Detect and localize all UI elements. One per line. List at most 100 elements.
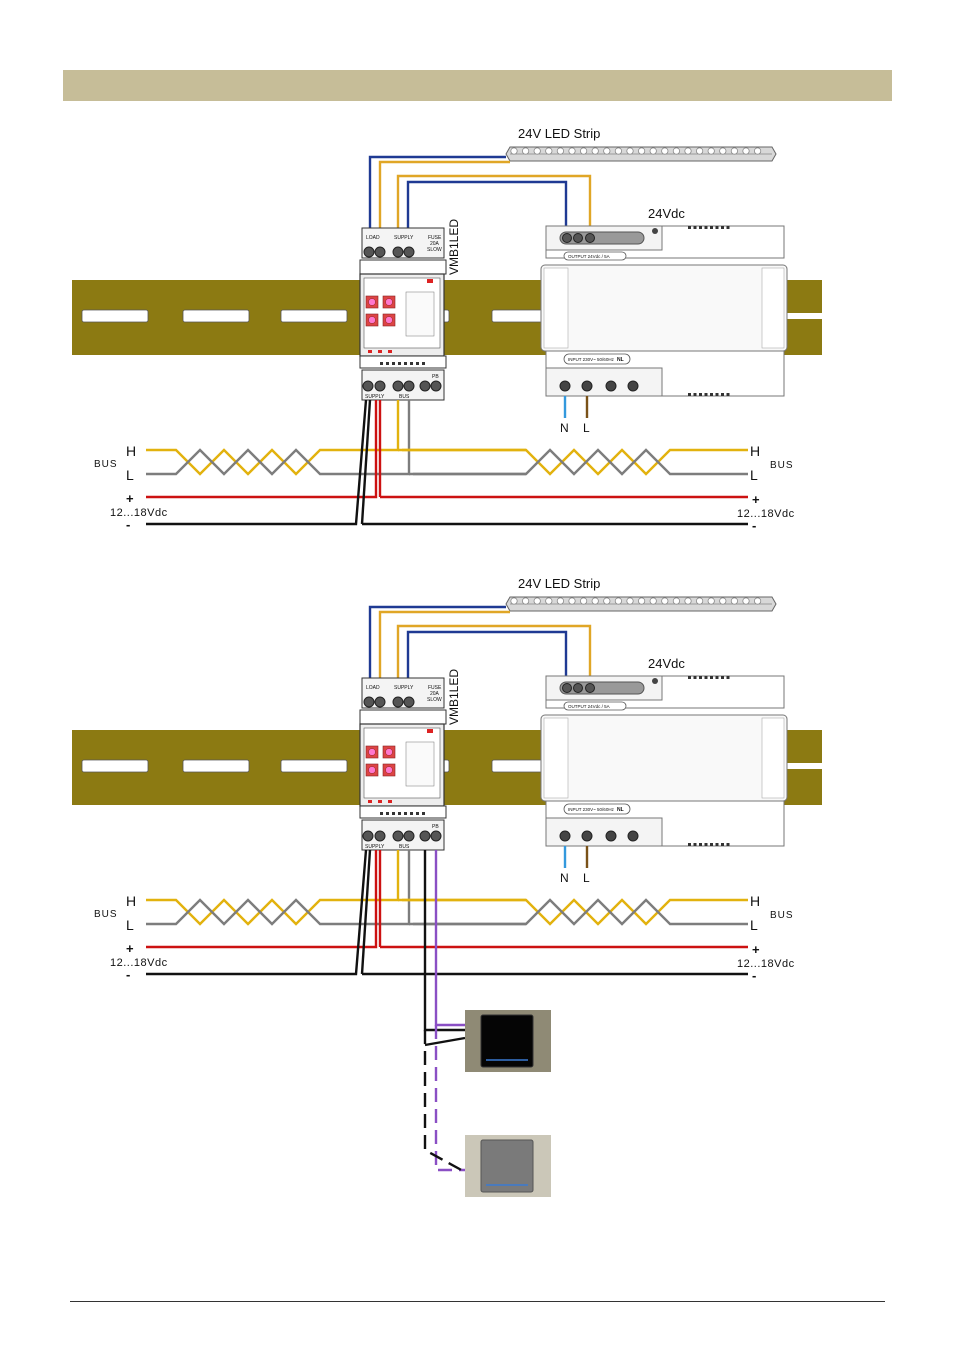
vent-slot — [699, 843, 702, 846]
vent-slot — [404, 812, 407, 815]
terminal-screw-icon — [362, 830, 374, 842]
psu-input-badge — [563, 803, 631, 815]
psu-side-panel — [761, 267, 785, 349]
led-icon — [579, 597, 588, 605]
plus-label-left: + — [126, 491, 134, 506]
bus-l-label-left: L — [126, 917, 134, 933]
led-icon — [614, 597, 623, 605]
bus-l-label-left: L — [126, 467, 134, 483]
module-mode-table — [405, 741, 435, 787]
vent-slot — [693, 676, 697, 679]
psu-output-label: OUTPUT 24Vdc / 5A — [568, 254, 610, 259]
vent-slot — [392, 362, 395, 365]
rail-slot — [280, 759, 348, 773]
vent-slot — [688, 226, 691, 229]
vent-slot — [416, 812, 419, 815]
led-icon — [591, 147, 599, 155]
psu-terminal-strip — [559, 231, 645, 245]
terminal-load-label: LOAD — [366, 685, 380, 691]
adjust-pot-icon — [652, 228, 658, 234]
rail-slot — [786, 313, 826, 319]
wire-supply-plus — [396, 624, 592, 680]
led-icon — [521, 597, 530, 605]
led-icon — [672, 147, 681, 155]
vent-slot — [699, 676, 702, 679]
rotary-dial — [368, 298, 376, 306]
led-strip-label: 24V LED Strip — [518, 576, 600, 591]
terminal-screw-icon — [559, 830, 571, 842]
rotary-dial — [368, 316, 376, 324]
terminal-screw-icon — [374, 380, 386, 392]
psu-side-panel — [543, 717, 569, 799]
vent-slot — [688, 676, 691, 679]
wire-supply-minus — [360, 849, 372, 975]
led-icon — [742, 597, 750, 605]
led-icon — [730, 597, 739, 605]
vent-slot — [715, 676, 719, 679]
module-lower-shoulder — [359, 805, 447, 819]
terminal-screw-icon — [573, 233, 583, 243]
wire-bus-l — [413, 448, 748, 476]
wire-supply-plus — [396, 174, 592, 230]
vent-slot — [688, 393, 691, 396]
led-icon — [545, 147, 553, 155]
psu-input-label: INPUT 230V~ 50/60Hz — [568, 357, 615, 362]
module-lower-shoulder — [359, 355, 447, 369]
psu-input-badge — [563, 353, 631, 365]
terminal-screw-icon — [627, 830, 639, 842]
terminal-screw-icon — [430, 380, 442, 392]
led-icon — [719, 597, 727, 605]
led-icon — [695, 597, 704, 605]
led-icon — [568, 147, 576, 155]
indicator-led-icon — [368, 350, 372, 353]
terminal-screw-icon — [562, 683, 572, 693]
adjust-pot-icon — [652, 678, 658, 684]
led-icon — [753, 597, 762, 605]
terminal-screw-icon — [403, 830, 415, 842]
psu-side-panel — [543, 267, 569, 349]
terminal-pb-label: PB — [432, 824, 439, 830]
minus-label-right: - — [752, 968, 756, 983]
psu-side-panel — [761, 717, 785, 799]
vent-slot — [404, 362, 407, 365]
terminal-supply-bottom-label: SUPPLY — [365, 844, 385, 850]
vent-slot — [726, 226, 730, 229]
terminal-screw-icon — [605, 830, 617, 842]
led-icon — [649, 597, 657, 605]
bus-h-label-right: H — [750, 443, 760, 459]
led-icon — [614, 147, 623, 155]
psu-output-label: OUTPUT 24Vdc / 5A — [568, 704, 610, 709]
footer-rule — [70, 1301, 885, 1302]
led-icon — [591, 597, 599, 605]
rail-slot — [81, 759, 149, 773]
plus-label-right: + — [752, 492, 760, 507]
bus-label-left: BUS — [94, 909, 118, 920]
led-icon — [556, 147, 565, 155]
led-icon — [533, 597, 541, 605]
psu-badge-label: NL — [617, 807, 624, 813]
vent-slot — [688, 843, 691, 846]
vent-slot — [693, 843, 697, 846]
wire-bus-l — [413, 898, 748, 926]
module-label: VMB1LED — [447, 219, 461, 275]
vent-slot — [392, 812, 395, 815]
terminal-screw-icon — [374, 830, 386, 842]
fuse-type-label: SLOW — [427, 697, 442, 703]
psu-label: 24Vdc — [648, 206, 685, 221]
vent-slot — [410, 362, 413, 365]
rail-slot — [786, 763, 826, 769]
wire-supply-minus — [360, 399, 372, 525]
vent-slot — [715, 226, 719, 229]
vent-slot — [704, 393, 708, 396]
vent-slot — [398, 812, 401, 815]
psu-body — [540, 264, 788, 352]
rotary-dial — [385, 298, 393, 306]
led-icon — [684, 147, 692, 155]
wire-supply-minus-left — [146, 399, 368, 526]
terminal-screw-icon — [419, 380, 431, 392]
wire-bus-h — [402, 448, 748, 476]
pushbutton-dark-icon — [480, 1014, 534, 1068]
vent-slot — [386, 812, 389, 815]
bus-label-right: BUS — [770, 460, 794, 471]
